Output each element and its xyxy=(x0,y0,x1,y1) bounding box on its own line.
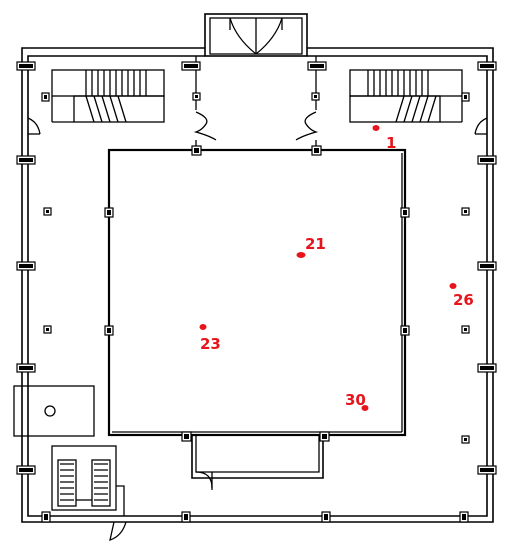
marker-dot-23 xyxy=(199,324,207,330)
column-core-30 xyxy=(107,328,111,333)
column-core-11 xyxy=(184,64,198,68)
column-core-24 xyxy=(195,95,198,98)
column-core-33 xyxy=(322,434,327,439)
central-hall-walls xyxy=(107,148,407,437)
right-staircase xyxy=(349,69,488,135)
column-core-6 xyxy=(480,64,494,68)
column-core-22 xyxy=(464,328,467,331)
marker-dot-1 xyxy=(372,125,380,131)
marker-layer: 1 21 23 26 30 xyxy=(199,125,474,411)
column-core-3 xyxy=(19,264,33,268)
marker-label-26: 26 xyxy=(453,291,474,309)
column-core-17 xyxy=(44,95,47,99)
marker-label-23: 23 xyxy=(200,335,221,353)
marker-label-21: 21 xyxy=(305,235,326,253)
column-core-23 xyxy=(464,438,467,441)
column-core-1 xyxy=(19,64,33,68)
marker-label-1: 1 xyxy=(386,134,396,152)
column-grid xyxy=(16,61,497,523)
bottom-left-staircase xyxy=(51,445,127,541)
column-core-32 xyxy=(184,434,189,439)
column-core-21 xyxy=(46,328,49,331)
column-core-4 xyxy=(19,366,33,370)
column-core-8 xyxy=(480,264,494,268)
column-core-12 xyxy=(310,64,324,68)
corridor-walls xyxy=(193,56,319,150)
column-core-16 xyxy=(462,514,466,520)
marker-label-30: 30 xyxy=(345,391,366,409)
column-core-7 xyxy=(480,158,494,162)
column-core-10 xyxy=(480,468,494,472)
plan-lines xyxy=(13,13,494,541)
marker-dot-26 xyxy=(449,283,457,289)
marker-dot-30 xyxy=(361,405,369,411)
column-core-14 xyxy=(184,514,188,520)
bottom-vestibule xyxy=(191,436,324,490)
column-core-19 xyxy=(46,210,49,213)
column-core-9 xyxy=(480,366,494,370)
outer-wall xyxy=(21,47,494,523)
column-core-26 xyxy=(194,148,199,153)
marker-dot-21 xyxy=(296,252,306,258)
column-core-28 xyxy=(107,210,111,215)
entrance-vestibule xyxy=(204,13,308,57)
column-core-15 xyxy=(324,514,328,520)
column-core-29 xyxy=(403,210,407,215)
column-core-5 xyxy=(19,468,33,472)
column-core-27 xyxy=(314,148,319,153)
equipment-room xyxy=(13,385,95,437)
column-core-25 xyxy=(314,95,317,98)
column-core-13 xyxy=(44,514,48,520)
column-core-18 xyxy=(464,95,467,99)
column-core-31 xyxy=(403,328,407,333)
left-staircase xyxy=(27,69,165,135)
column-core-20 xyxy=(464,210,467,213)
column-core-2 xyxy=(19,158,33,162)
